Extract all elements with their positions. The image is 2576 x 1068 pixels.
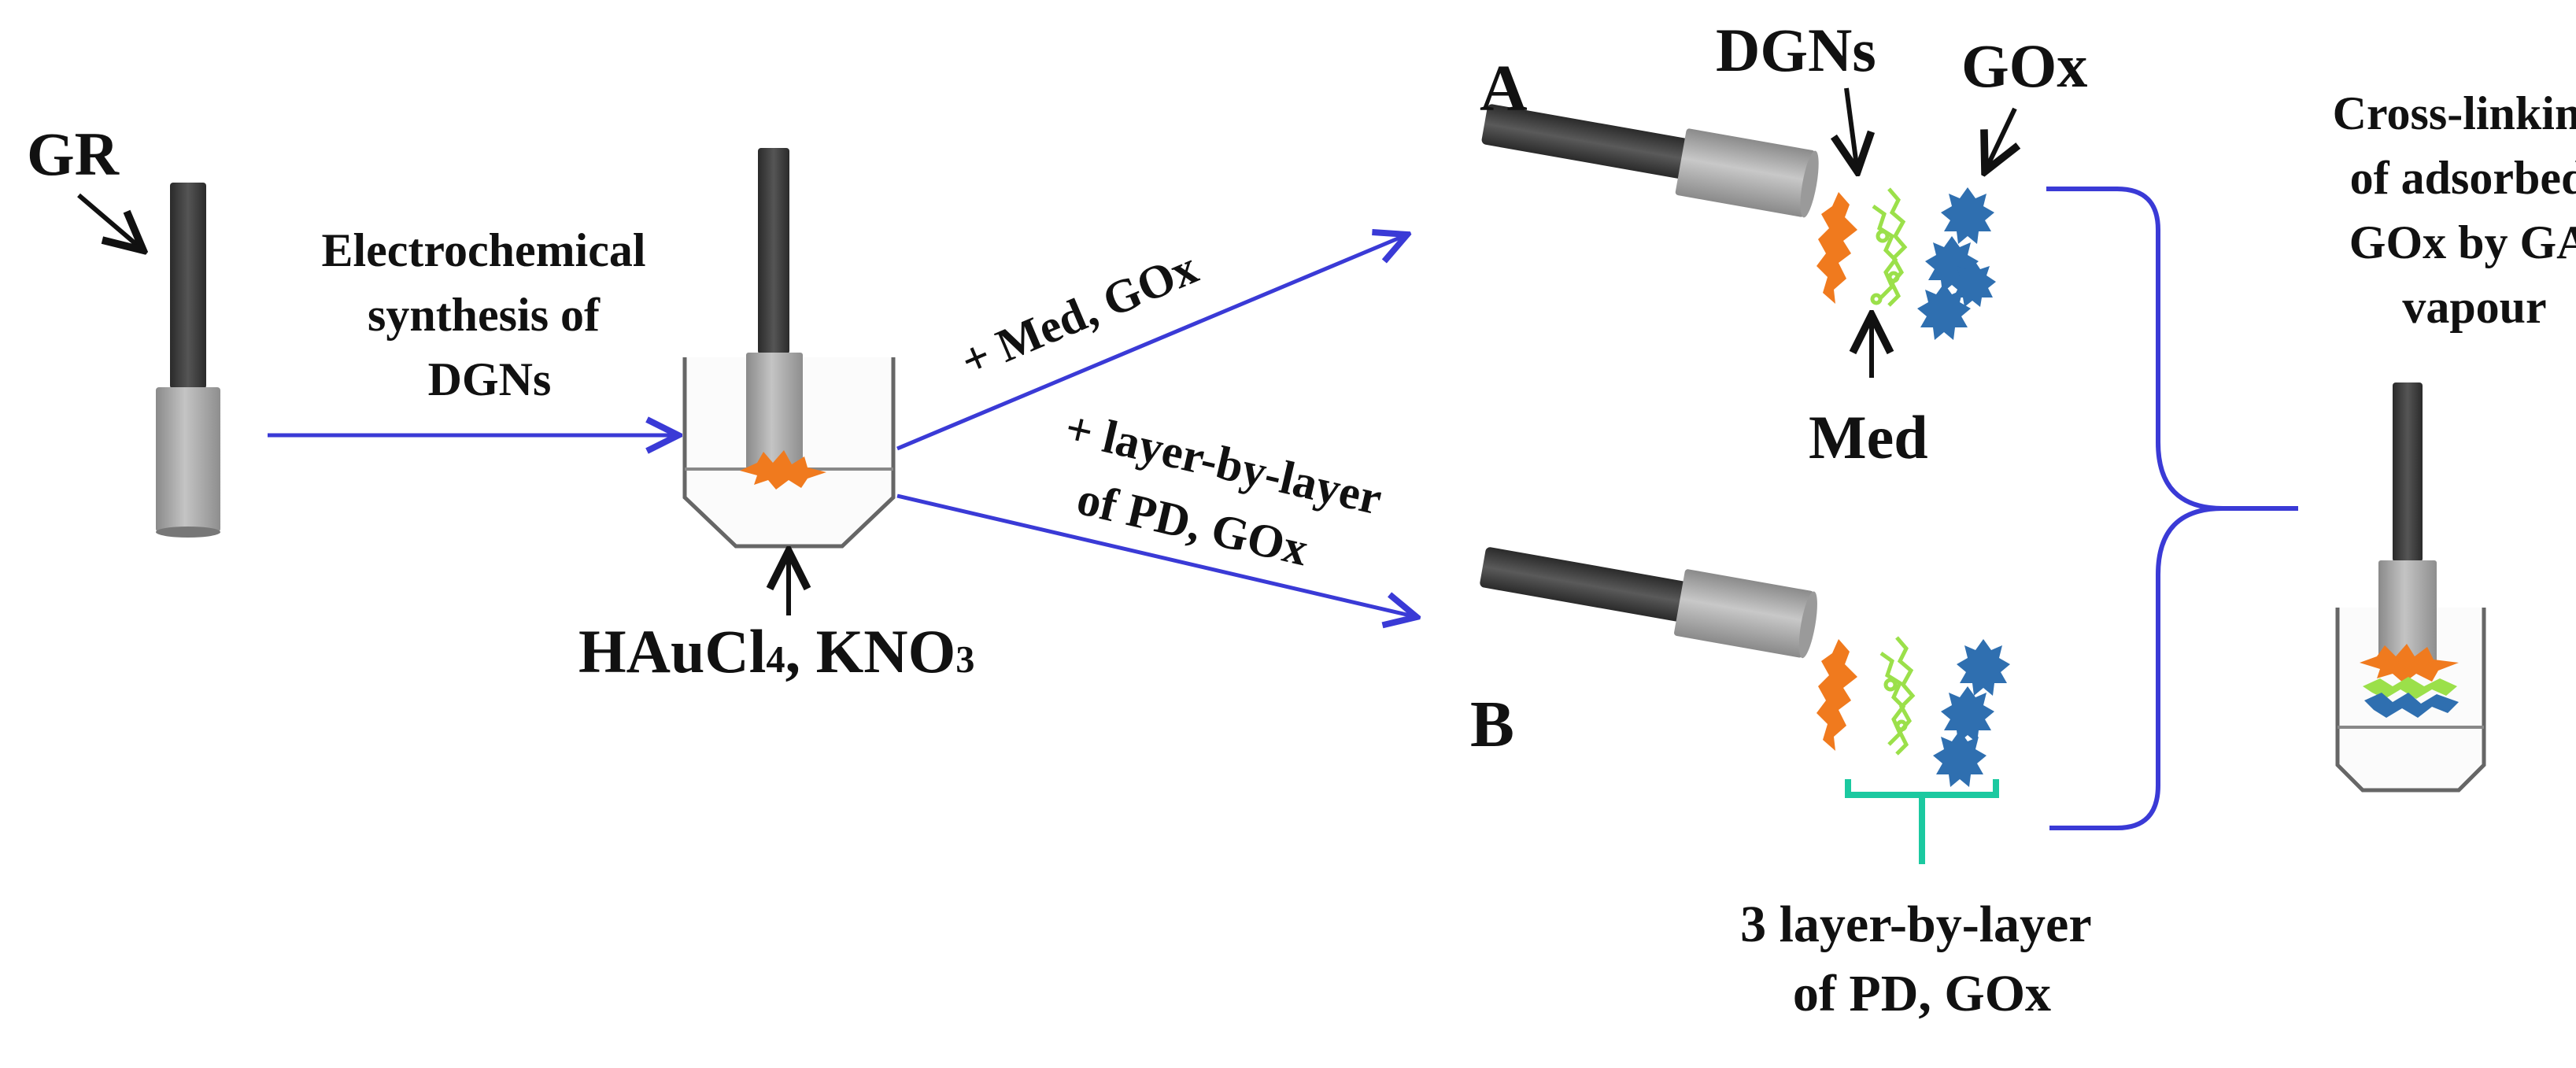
gr-pointer-arrow (77, 193, 143, 250)
electrode-a (1481, 104, 1819, 218)
dgns-pointer-arrow (1846, 87, 1857, 172)
electrode-b (1480, 547, 1817, 659)
route-b-label: + layer-by-layer of PD, GOx (1045, 401, 1397, 592)
crosslinked-electrode-cell (2335, 382, 2486, 793)
electrode-a-med-layer (1870, 187, 1908, 307)
crosslinking-label: Cross-linking of adsorbed GOx by GA vapo… (2333, 87, 2576, 333)
electrode-b-gox-layer (1933, 639, 2010, 787)
electrochemical-cell (682, 148, 896, 549)
gox-label: GOx (1961, 31, 2087, 100)
layer-bracket (1845, 779, 1999, 864)
gr-label: GR (27, 120, 120, 188)
electrode-b-dgn-layer (1817, 639, 1857, 751)
electrode-b-letter: B (1470, 688, 1514, 761)
gox-pointer-arrow (1985, 107, 2015, 172)
layer-note-label: 3 layer-by-layer of PD, GOx (1740, 896, 2104, 1022)
electrode-b-pd-layer (1879, 636, 1916, 756)
route-a-arrow (896, 235, 1407, 451)
step1-label: Electrochemical synthesis of DGNs (321, 224, 657, 405)
dgns-label: DGNs (1716, 16, 1876, 84)
precursors-label: HAuCl4, KNO3 (578, 617, 974, 686)
route-b-arrow (896, 493, 1417, 617)
electrode-a-letter: A (1480, 52, 1528, 125)
electrode-a-gox-layer (1917, 187, 1996, 340)
route-a-label: + Med, GOx (953, 242, 1205, 387)
med-label: Med (1809, 403, 1928, 471)
merge-brace (2046, 187, 2298, 830)
electrode-a-dgn-layer (1817, 192, 1857, 304)
deposited-dgns (740, 450, 826, 490)
bare-graphite-electrode (156, 183, 220, 538)
